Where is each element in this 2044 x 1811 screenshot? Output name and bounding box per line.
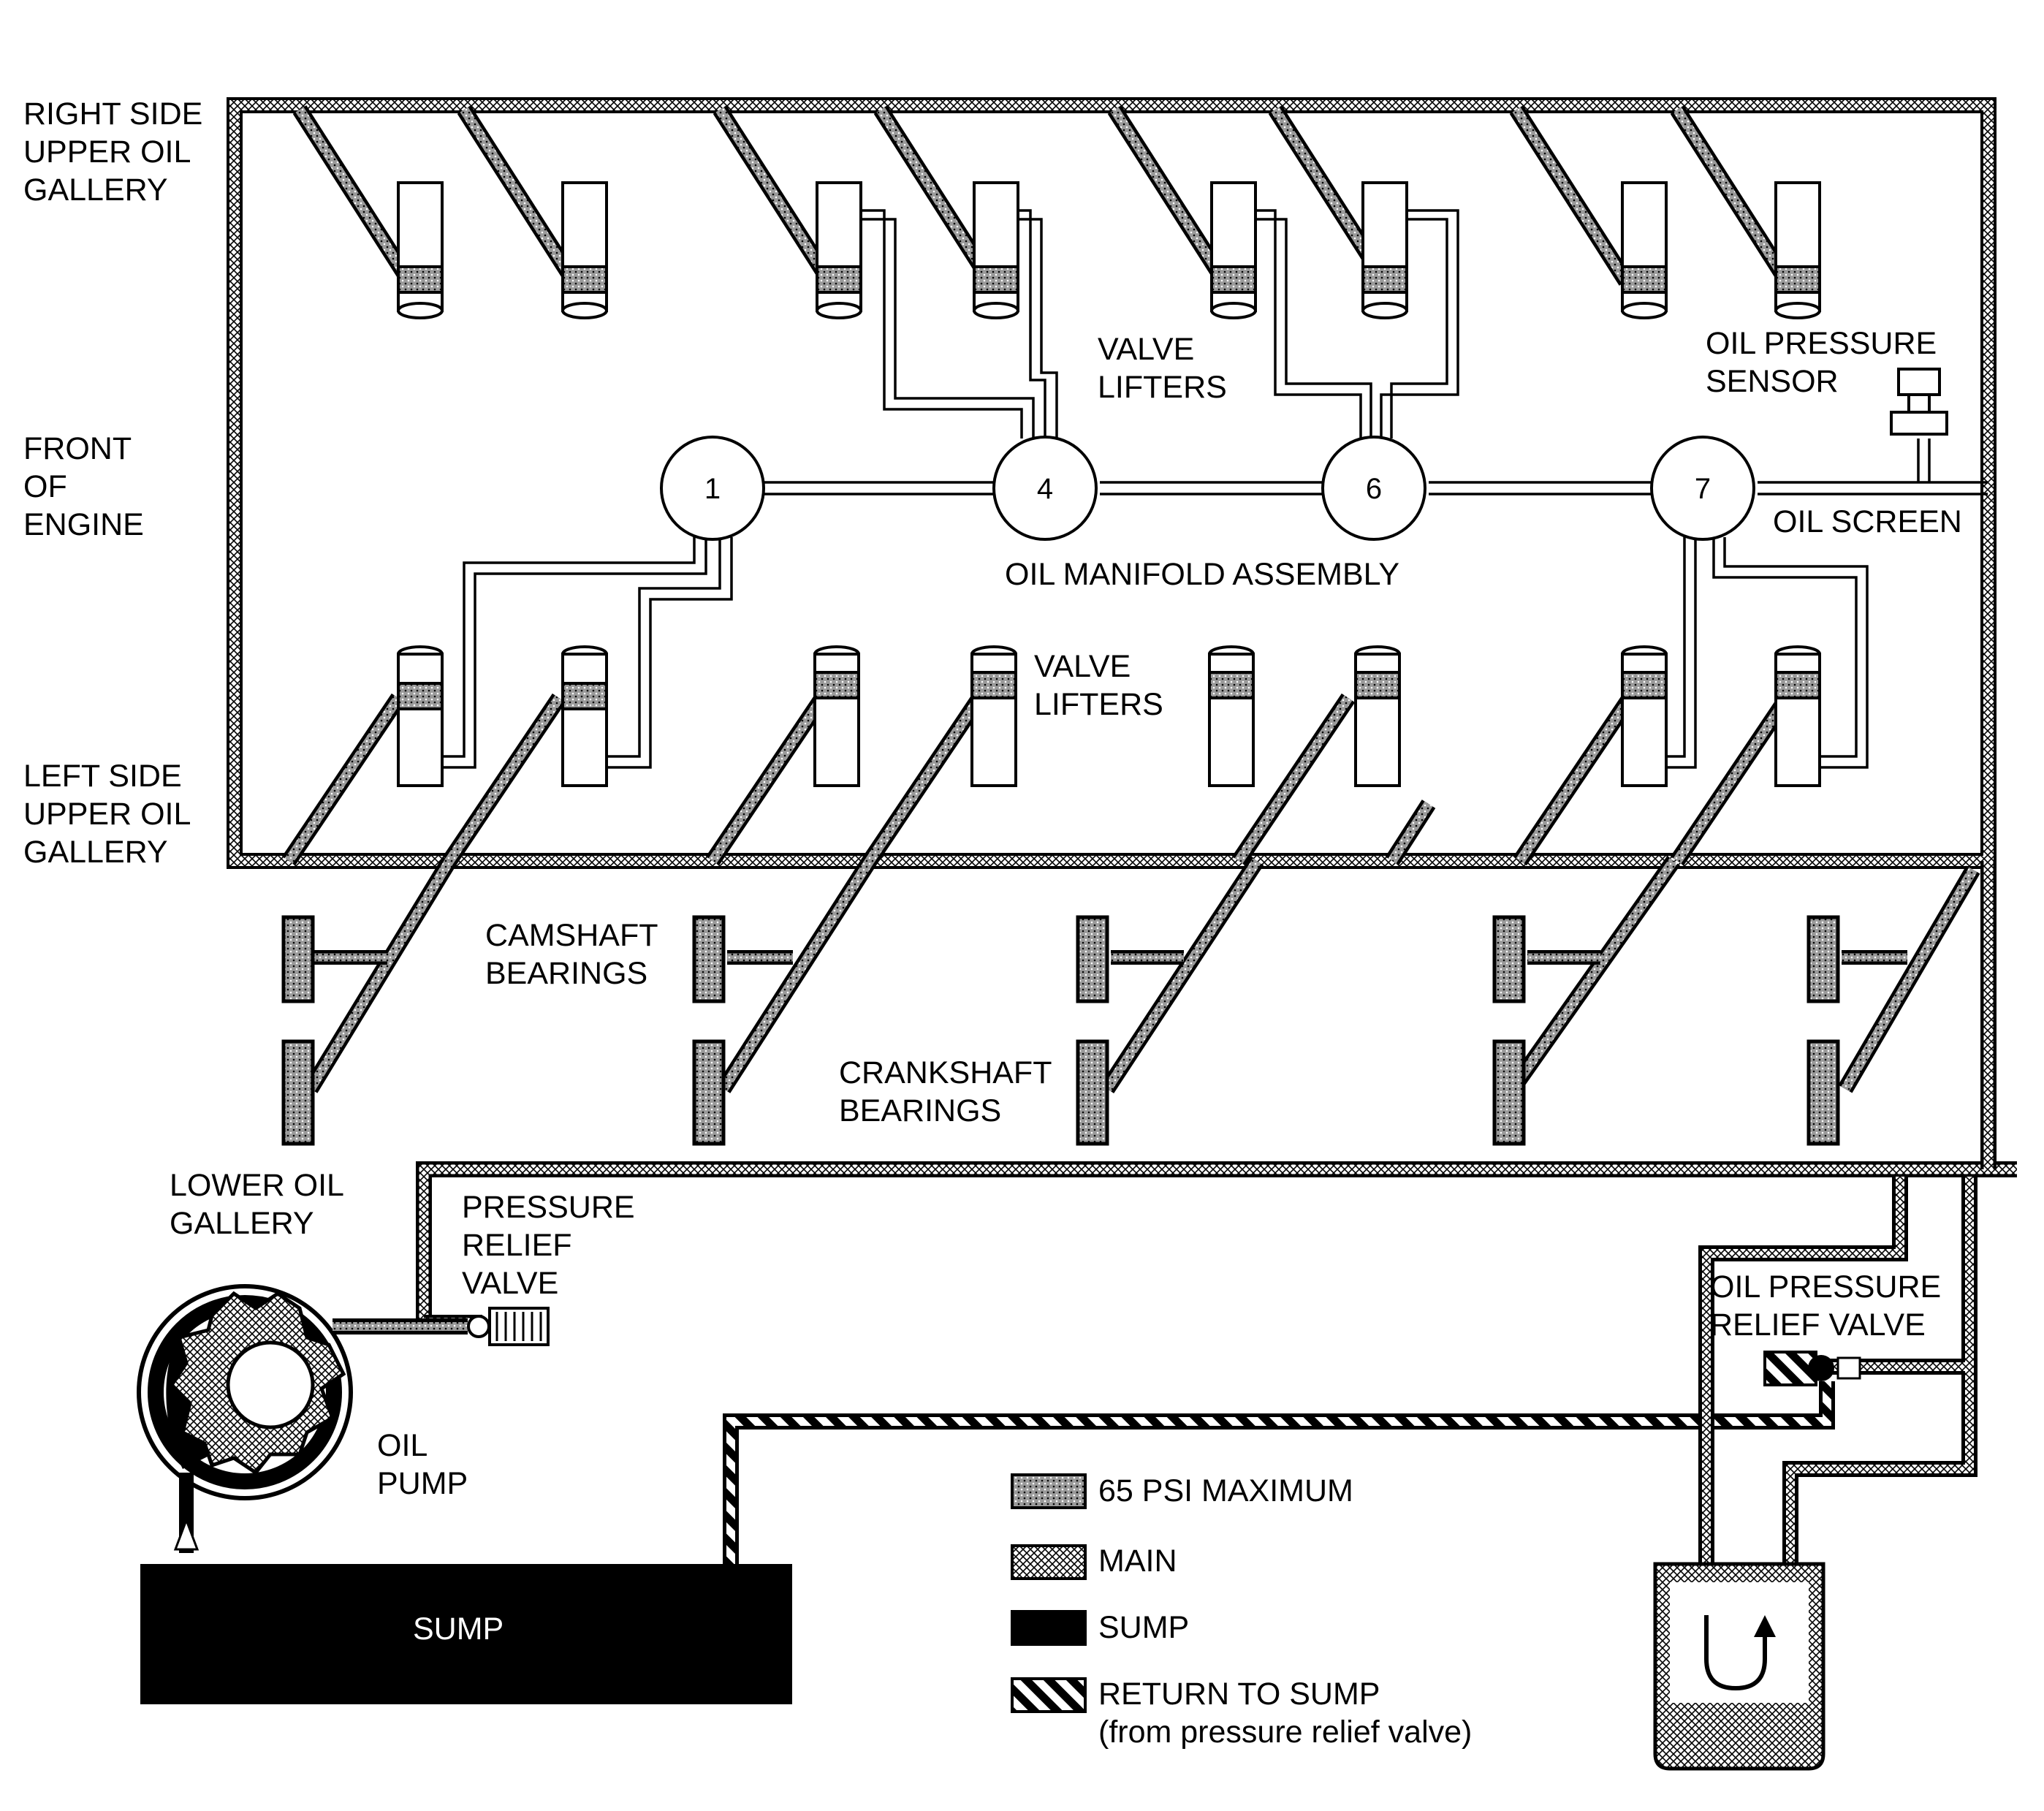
top-valve-lifters xyxy=(397,181,1821,319)
legend-item-sump: SUMP xyxy=(1098,1610,1190,1645)
oil-screen-label: OIL SCREEN xyxy=(1773,504,1962,539)
oil-filter xyxy=(1653,1562,1825,1771)
sump-return-line xyxy=(723,1381,1835,1568)
oil-pump xyxy=(137,1284,353,1553)
legend-swatch-solid xyxy=(1011,1610,1087,1646)
sump-tank xyxy=(140,1564,792,1704)
oil-manifold-label: OIL MANIFOLD ASSEMBLY xyxy=(1005,557,1400,592)
port-7-label: 7 xyxy=(1695,473,1711,505)
legend-swatches xyxy=(1011,1473,1087,1713)
legend-swatch-stripes xyxy=(1011,1677,1087,1713)
bearings xyxy=(281,915,1840,1146)
lower-lifter-feeds xyxy=(281,693,1980,1094)
legend-swatch-cross xyxy=(1011,1544,1087,1580)
bottom-valve-lifters xyxy=(397,645,1821,787)
port-1-label: 1 xyxy=(704,473,721,505)
port-4-label: 4 xyxy=(1037,473,1053,505)
legend-swatch-dots xyxy=(1011,1473,1087,1509)
legend-item-65psi: 65 PSI MAXIMUM xyxy=(1098,1473,1353,1508)
sump-label: SUMP xyxy=(413,1611,504,1647)
oil-pressure-sensor xyxy=(1890,368,1948,436)
oil-manifold-lines xyxy=(431,209,1988,769)
oil-pressure-relief-valve-assembly xyxy=(1698,1177,1977,1564)
upper-lifter-feeds xyxy=(292,105,1794,286)
pump-relief-line xyxy=(333,1307,550,1346)
port-6-label: 6 xyxy=(1366,473,1382,505)
manifold-ports: 1 4 6 7 xyxy=(660,436,1755,541)
legend-item-return: RETURN TO SUMP(from pressure relief valv… xyxy=(1098,1677,1473,1750)
upper-oil-gallery-frame xyxy=(227,97,1996,869)
legend-item-main: MAIN xyxy=(1098,1544,1177,1579)
lower-oil-gallery xyxy=(416,861,2017,1331)
